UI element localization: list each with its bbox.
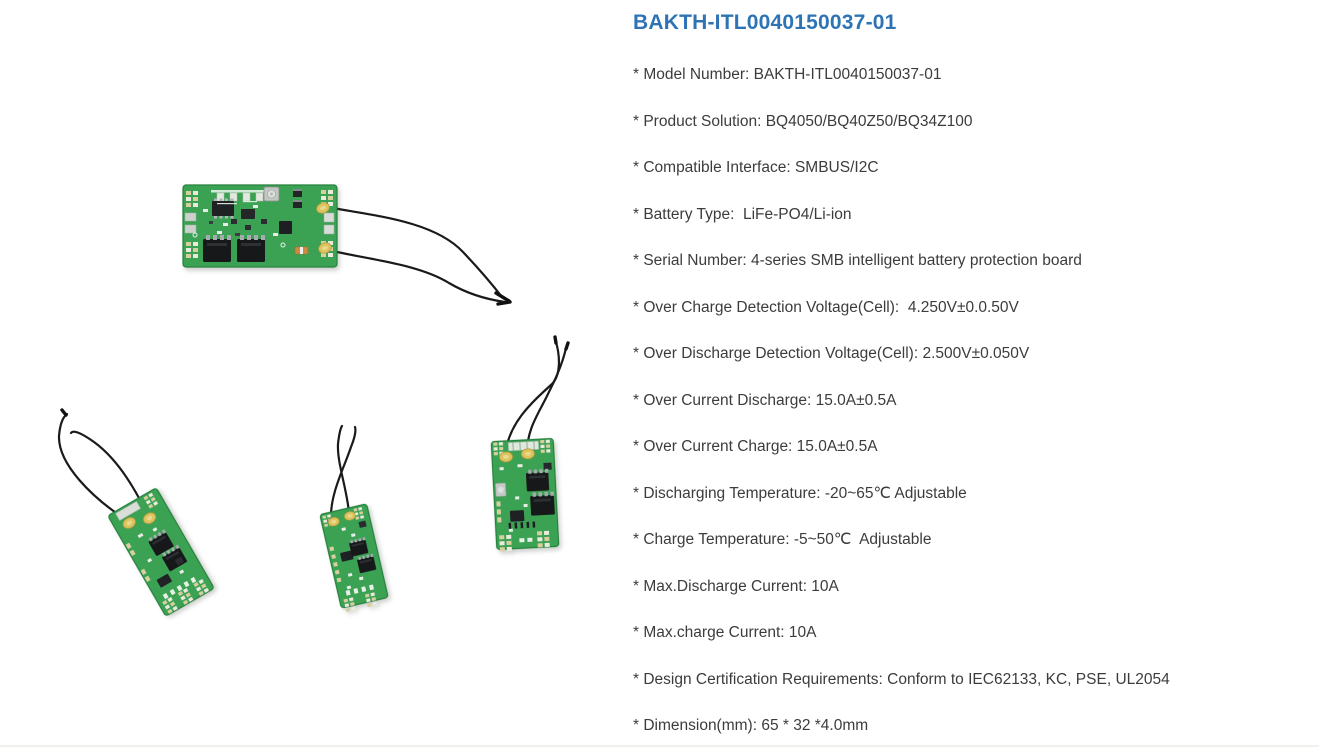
spec-line-over-discharge-voltage: * Over Discharge Detection Voltage(Cell)…	[633, 345, 1030, 362]
pcb-board-photo-1	[182, 184, 338, 268]
board-3-wires	[329, 424, 357, 521]
spec-line-over-charge-voltage: * Over Charge Detection Voltage(Cell): 4…	[633, 298, 1019, 316]
spec-line-serial-number: * Serial Number: 4-series SMB intelligen…	[633, 252, 1082, 269]
spec-line-design-certification: * Design Certification Requirements: Con…	[633, 670, 1170, 688]
page-bottom-edge	[0, 745, 1319, 747]
pcb-board-photo-4	[490, 438, 560, 552]
spec-list: * Model Number: BAKTH-ITL0040150037-01 *…	[633, 52, 1170, 750]
spec-line-charge-temperature: * Charge Temperature: -5~50℃ Adjustable	[633, 531, 932, 548]
spec-line-max-charge-current: * Max.charge Current: 10A	[633, 624, 817, 641]
spec-line-compatible-interface: * Compatible Interface: SMBUS/I2C	[633, 159, 879, 176]
spec-line-battery-type: * Battery Type: LiFe-PO4/Li-ion	[633, 205, 852, 223]
board-2-wires	[57, 408, 150, 523]
spec-line-product-solution: * Product Solution: BQ4050/BQ40Z50/BQ34Z…	[633, 112, 973, 130]
pcb-photos-image	[57, 184, 570, 616]
spec-line-model-number: * Model Number: BAKTH-ITL0040150037-01	[633, 66, 942, 83]
board-1-wires	[320, 204, 512, 306]
product-title: BAKTH-ITL0040150037-01	[633, 11, 897, 34]
product-photo-area	[0, 0, 630, 747]
spec-line-dimension: * Dimension(mm): 65 * 32 *4.0mm	[633, 717, 869, 734]
spec-line-max-discharge-current: * Max.Discharge Current: 10A	[633, 577, 839, 595]
spec-line-discharging-temperature: * Discharging Temperature: -20~65℃ Adjus…	[633, 484, 967, 502]
spec-line-over-current-discharge: * Over Current Discharge: 15.0A±0.5A	[633, 391, 897, 409]
pcb-board-photo-2	[108, 488, 214, 616]
board-4-wires	[503, 335, 570, 458]
spec-line-over-current-charge: * Over Current Charge: 15.0A±0.5A	[633, 438, 878, 455]
pcb-board-photo-3	[319, 503, 389, 612]
reset-button	[263, 186, 280, 202]
